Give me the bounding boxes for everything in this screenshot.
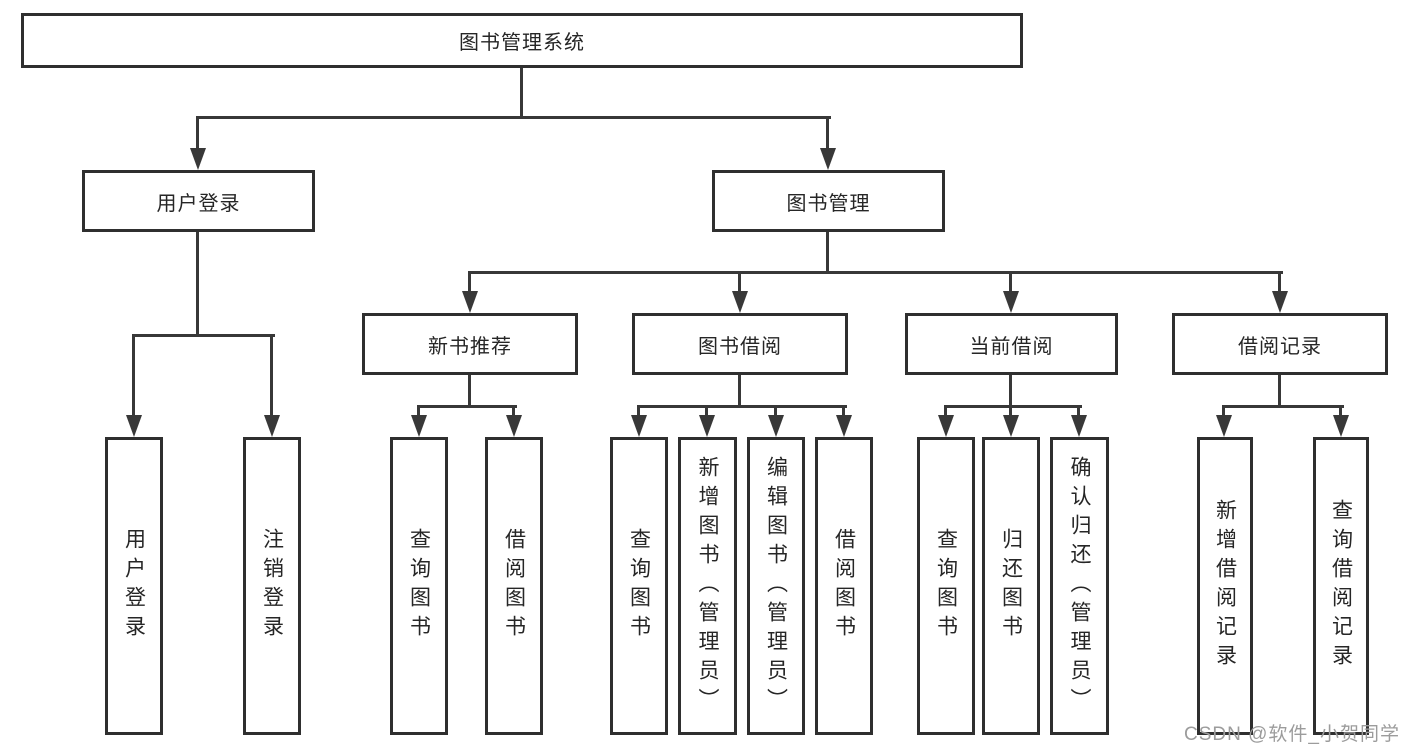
connector-line [1222, 405, 1225, 417]
leaf-edit-book-admin-label: 编辑图书（管理员） [764, 455, 788, 717]
connector-line [637, 405, 640, 417]
node-book-borrow: 图书借阅 [632, 313, 848, 375]
connector-line [738, 375, 741, 408]
leaf-query-borrow-record: 查询借阅记录 [1313, 437, 1369, 735]
connector-line [842, 405, 845, 417]
connector-line [468, 375, 471, 408]
leaf-logout: 注销登录 [243, 437, 301, 735]
arrowhead-down-icon [631, 415, 647, 437]
node-book-borrow-label: 图书借阅 [698, 335, 782, 358]
arrowhead-down-icon [1071, 415, 1087, 437]
leaf-query-book-borrow: 查询图书 [610, 437, 668, 735]
node-book-management-label: 图书管理 [786, 192, 871, 215]
arrowhead-down-icon [190, 148, 206, 170]
arrowhead-down-icon [264, 415, 280, 437]
connector-line [774, 405, 777, 417]
leaf-add-borrow-record-label: 新增借阅记录 [1213, 499, 1237, 673]
leaf-logout-label: 注销登录 [260, 528, 284, 644]
connector-line [705, 405, 708, 417]
node-current-borrow: 当前借阅 [905, 313, 1118, 375]
leaf-user-login-label: 用户登录 [122, 528, 146, 644]
connector-line [417, 405, 420, 417]
connector-line [520, 68, 523, 119]
connector-line [196, 232, 199, 337]
connector-line [1009, 405, 1012, 417]
connector-line [1009, 375, 1012, 408]
connector-line [826, 232, 829, 274]
connector-line [1339, 405, 1342, 417]
arrowhead-down-icon [768, 415, 784, 437]
connector-line [1278, 375, 1281, 408]
leaf-query-book-recommend-label: 查询图书 [407, 528, 431, 644]
leaf-add-book-admin-label: 新增图书（管理员） [696, 455, 719, 717]
connector-line [944, 405, 1082, 408]
node-book-management: 图书管理 [712, 170, 945, 232]
leaf-query-book-recommend: 查询图书 [390, 437, 448, 735]
arrowhead-down-icon [699, 415, 715, 437]
connector-line [196, 116, 831, 119]
leaf-return-book-label: 归还图书 [999, 528, 1023, 644]
connector-line [132, 334, 135, 416]
arrowhead-down-icon [126, 415, 142, 437]
connector-line [468, 271, 471, 293]
leaf-query-book-current: 查询图书 [917, 437, 975, 735]
arrowhead-down-icon [462, 291, 478, 313]
arrowhead-down-icon [1003, 291, 1019, 313]
connector-line [944, 405, 947, 417]
connector-line [1009, 271, 1012, 293]
connector-line [132, 334, 275, 337]
connector-line [1077, 405, 1080, 417]
leaf-add-book-admin: 新增图书（管理员） [678, 437, 737, 735]
leaf-user-login: 用户登录 [105, 437, 163, 735]
connector-line [270, 334, 273, 416]
node-new-book-recommend-label: 新书推荐 [428, 335, 512, 358]
node-user-login: 用户登录 [82, 170, 315, 232]
leaf-borrow-book-label: 借阅图书 [832, 528, 856, 644]
arrowhead-down-icon [938, 415, 954, 437]
arrowhead-down-icon [1003, 415, 1019, 437]
arrowhead-down-icon [411, 415, 427, 437]
arrowhead-down-icon [1216, 415, 1232, 437]
arrowhead-down-icon [732, 291, 748, 313]
connector-line [417, 405, 517, 408]
leaf-query-book-borrow-label: 查询图书 [627, 528, 651, 644]
connector-line [468, 271, 1283, 274]
arrowhead-down-icon [836, 415, 852, 437]
leaf-confirm-return-admin: 确认归还（管理员） [1050, 437, 1109, 735]
connector-line [196, 116, 199, 150]
arrowhead-down-icon [1333, 415, 1349, 437]
connector-line [637, 405, 847, 408]
leaf-confirm-return-admin-label: 确认归还（管理员） [1068, 455, 1091, 717]
connector-line [738, 271, 741, 293]
node-root: 图书管理系统 [21, 13, 1023, 68]
arrowhead-down-icon [1272, 291, 1288, 313]
arrowhead-down-icon [820, 148, 836, 170]
node-current-borrow-label: 当前借阅 [969, 335, 1054, 358]
connector-line [826, 116, 829, 150]
connector-line [1278, 271, 1281, 293]
leaf-return-book: 归还图书 [982, 437, 1040, 735]
leaf-borrow-book-recommend-label: 借阅图书 [502, 528, 526, 644]
node-borrow-record: 借阅记录 [1172, 313, 1388, 375]
leaf-borrow-book: 借阅图书 [815, 437, 873, 735]
connector-line [1222, 405, 1344, 408]
node-borrow-record-label: 借阅记录 [1238, 335, 1322, 358]
leaf-query-book-current-label: 查询图书 [934, 528, 958, 644]
leaf-add-borrow-record: 新增借阅记录 [1197, 437, 1253, 735]
node-new-book-recommend: 新书推荐 [362, 313, 578, 375]
leaf-borrow-book-recommend: 借阅图书 [485, 437, 543, 735]
watermark: CSDN @软件_小贺同学 [1184, 724, 1400, 745]
connector-line [512, 405, 515, 417]
arrowhead-down-icon [506, 415, 522, 437]
node-user-login-label: 用户登录 [156, 192, 241, 215]
leaf-edit-book-admin: 编辑图书（管理员） [747, 437, 805, 735]
leaf-query-borrow-record-label: 查询借阅记录 [1329, 499, 1353, 673]
node-root-label: 图书管理系统 [459, 32, 585, 54]
